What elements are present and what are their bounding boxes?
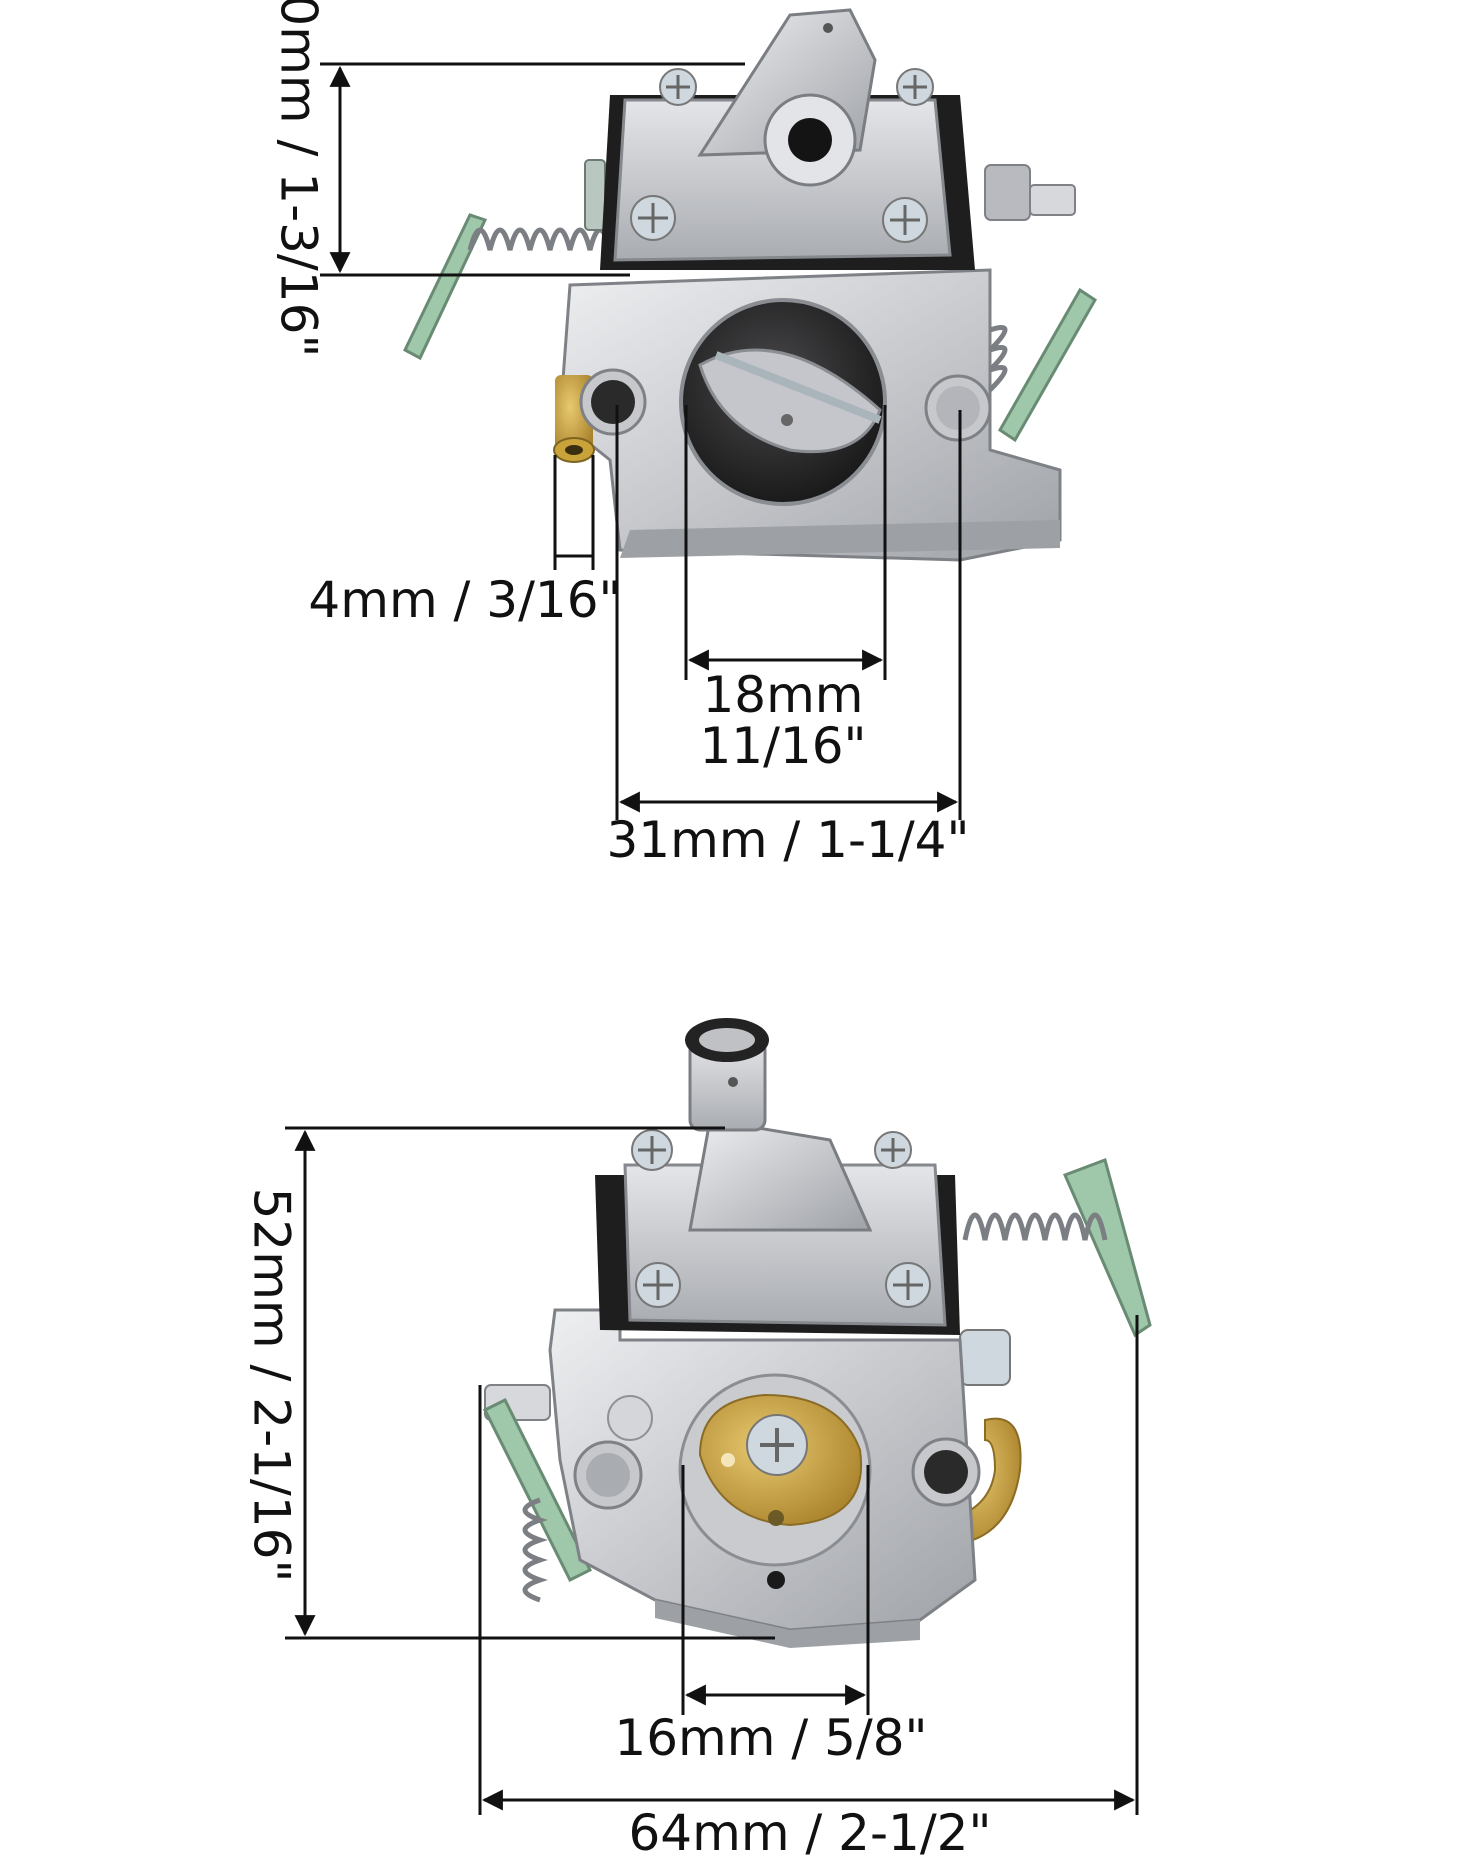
- bottom-cover-screws: [631, 1129, 931, 1308]
- bottom-bore-label: 16mm / 5/8": [614, 1709, 927, 1767]
- top-bore-label-line2: 11/16": [699, 717, 866, 775]
- bottom-height-dimension: [285, 1126, 775, 1640]
- top-bore-dimension: [684, 405, 887, 680]
- top-carburetor-illustration: [403, 8, 1097, 562]
- top-cover-screws: [630, 68, 934, 243]
- bottom-fuel-inlet-tower: [688, 1118, 873, 1232]
- top-throttle-plate: [698, 348, 882, 454]
- top-choke-spring: [988, 287, 1097, 443]
- bottom-throttle-spring: [959, 1158, 1152, 1386]
- bottom-width-dimension: [478, 1315, 1139, 1815]
- top-hole-spacing-dimension: [615, 405, 962, 820]
- top-hole-spacing-label: 31mm / 1-1/4": [607, 811, 970, 869]
- bottom-height-label: 52mm / 2-1/16": [243, 1188, 301, 1583]
- bottom-width-label: 64mm / 2-1/2": [629, 1804, 992, 1862]
- top-tube-dimension: [553, 455, 595, 570]
- top-tube-label: 4mm / 3/16": [308, 571, 621, 629]
- bottom-carburetor-illustration: [482, 1018, 1152, 1648]
- top-adjuster-pin: [984, 164, 1076, 221]
- top-height-dimension: [320, 62, 745, 277]
- bottom-bore-dimension: [681, 1465, 870, 1715]
- top-bore-label-line1: 18mm: [702, 666, 863, 724]
- top-height-label: 30mm / 1-3/16": [270, 0, 328, 357]
- bottom-choke-lever: [482, 1384, 593, 1603]
